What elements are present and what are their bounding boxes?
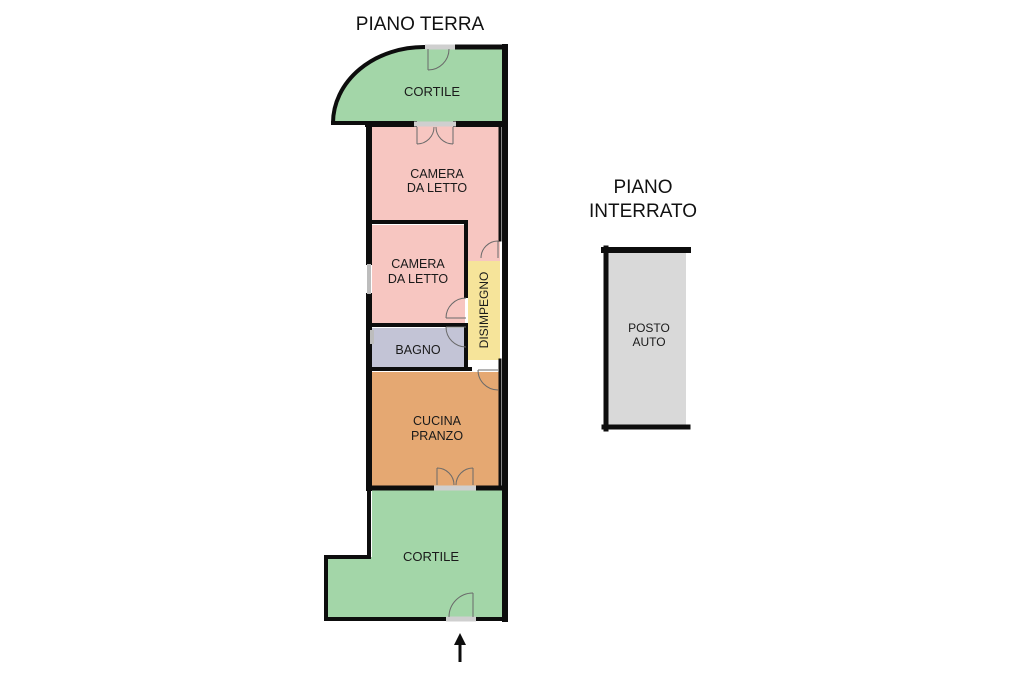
label-camera-1-line2: DA LETTO — [407, 181, 467, 195]
walls — [324, 44, 691, 622]
label-bagno: BAGNO — [395, 343, 440, 357]
door-camera-1-french — [414, 121, 456, 145]
entrance-arrow-icon — [454, 633, 466, 662]
doors — [414, 44, 499, 622]
posto-auto-area — [608, 252, 686, 425]
label-cucina-line2: PRANZO — [411, 429, 463, 443]
label-camera-2-line1: CAMERA — [391, 257, 445, 271]
label-camera-1-line1: CAMERA — [410, 167, 464, 181]
cortile-bottom-area — [327, 490, 503, 618]
label-camera-2-line2: DA LETTO — [388, 272, 448, 286]
label-posto-auto-line1: POSTO — [628, 321, 670, 335]
label-posto-auto-line2: AUTO — [632, 335, 665, 349]
label-cortile-bottom: CORTILE — [403, 549, 459, 564]
cucina-area — [372, 372, 500, 486]
label-cortile-top: CORTILE — [404, 84, 460, 99]
label-disimpegno: DISIMPEGNO — [477, 272, 491, 349]
door-camera-2 — [445, 297, 467, 319]
door-camera-1 — [480, 240, 499, 259]
door-cortile-top — [425, 44, 455, 71]
basement-title-line1: PIANO — [613, 177, 672, 198]
basement-title-line2: INTERRATO — [589, 201, 697, 222]
door-entrance — [446, 592, 476, 622]
bagno-area — [372, 328, 465, 368]
door-bagno — [445, 326, 467, 348]
windows — [367, 264, 374, 344]
disimpegno-area — [468, 261, 500, 360]
door-cucina-french — [434, 467, 476, 491]
label-cucina-line1: CUCINA — [413, 414, 462, 428]
cortile-top-area — [334, 46, 503, 123]
door-cucina — [477, 369, 499, 391]
ground-floor-title: PIANO TERRA — [356, 14, 485, 35]
